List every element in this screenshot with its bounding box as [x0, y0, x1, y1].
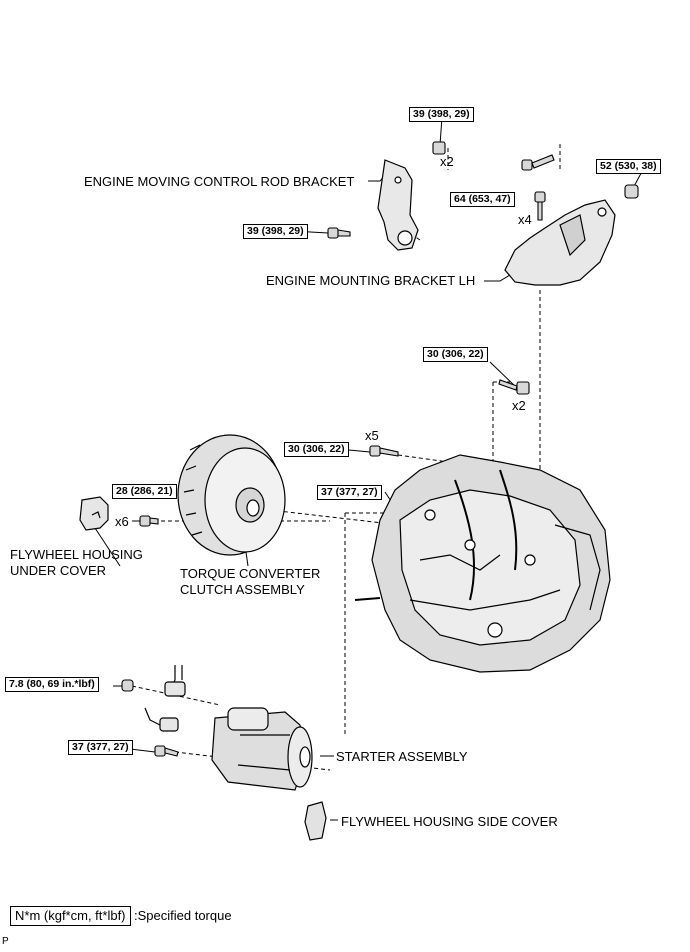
quantity-marker: x2 [512, 398, 526, 413]
figure-code: P [2, 936, 9, 947]
label-torque-converter-line2: CLUTCH ASSEMBLY [180, 582, 305, 597]
bolt-3 [327, 227, 351, 239]
label-flywheel-housing-side-cover: FLYWHEEL HOUSING SIDE COVER [341, 814, 558, 829]
legend-unit-box: N*m (kgf*cm, ft*lbf) [10, 906, 131, 926]
label-engine-mounting-bracket-lh: ENGINE MOUNTING BRACKET LH [266, 273, 476, 288]
nut-3 [121, 679, 134, 692]
transaxle-drawing [354, 454, 611, 673]
torque-callout: 39 (398, 29) [243, 224, 308, 239]
fasteners [121, 141, 639, 757]
torque-callout: 37 (377, 27) [68, 740, 133, 755]
quantity-marker: x2 [440, 154, 454, 169]
quantity-marker: x6 [115, 514, 129, 529]
quantity-marker: x5 [365, 428, 379, 443]
torque-callout: 52 (530, 38) [596, 159, 661, 174]
label-torque-converter-line1: TORQUE CONVERTER [180, 566, 321, 581]
bolt-2 [534, 191, 546, 221]
label-flywheel-housing-under-cover-line2: UNDER COVER [10, 563, 107, 578]
wire-harness-drawing [144, 665, 186, 732]
nut-1 [432, 141, 446, 155]
torque-callout: 30 (306, 22) [284, 442, 349, 457]
torque-callout: 39 (398, 29) [409, 107, 474, 122]
engine-mounting-bracket-lh-drawing [504, 199, 616, 286]
engine-moving-control-rod-bracket-drawing [377, 159, 419, 251]
label-engine-moving-control-rod-bracket: ENGINE MOVING CONTROL ROD BRACKET [84, 174, 355, 189]
label-flywheel-housing-under-cover-line1: FLYWHEEL HOUSING [10, 547, 143, 562]
label-starter-assembly: STARTER ASSEMBLY [336, 749, 468, 764]
bolt-5 [369, 445, 399, 457]
legend-description: :Specified torque [134, 908, 232, 923]
flywheel-housing-under-cover-drawing [79, 496, 109, 531]
torque-callout: 64 (653, 47) [450, 192, 515, 207]
nut-2 [624, 184, 639, 199]
torque-callout: 7.8 (80, 69 in.*lbf) [5, 677, 99, 692]
flywheel-housing-side-cover-drawing [304, 801, 327, 841]
torque-converter-drawing [177, 434, 286, 556]
starter-assembly-drawing [211, 707, 313, 791]
torque-callout: 30 (306, 22) [423, 347, 488, 362]
quantity-marker: x4 [518, 212, 532, 227]
bolt-1 [521, 154, 555, 171]
bolt-7 [139, 515, 159, 527]
torque-callout: 28 (286, 21) [112, 484, 177, 499]
torque-callout: 37 (377, 27) [317, 485, 382, 500]
bolt-4 [498, 379, 530, 395]
bolt-8 [154, 745, 179, 757]
